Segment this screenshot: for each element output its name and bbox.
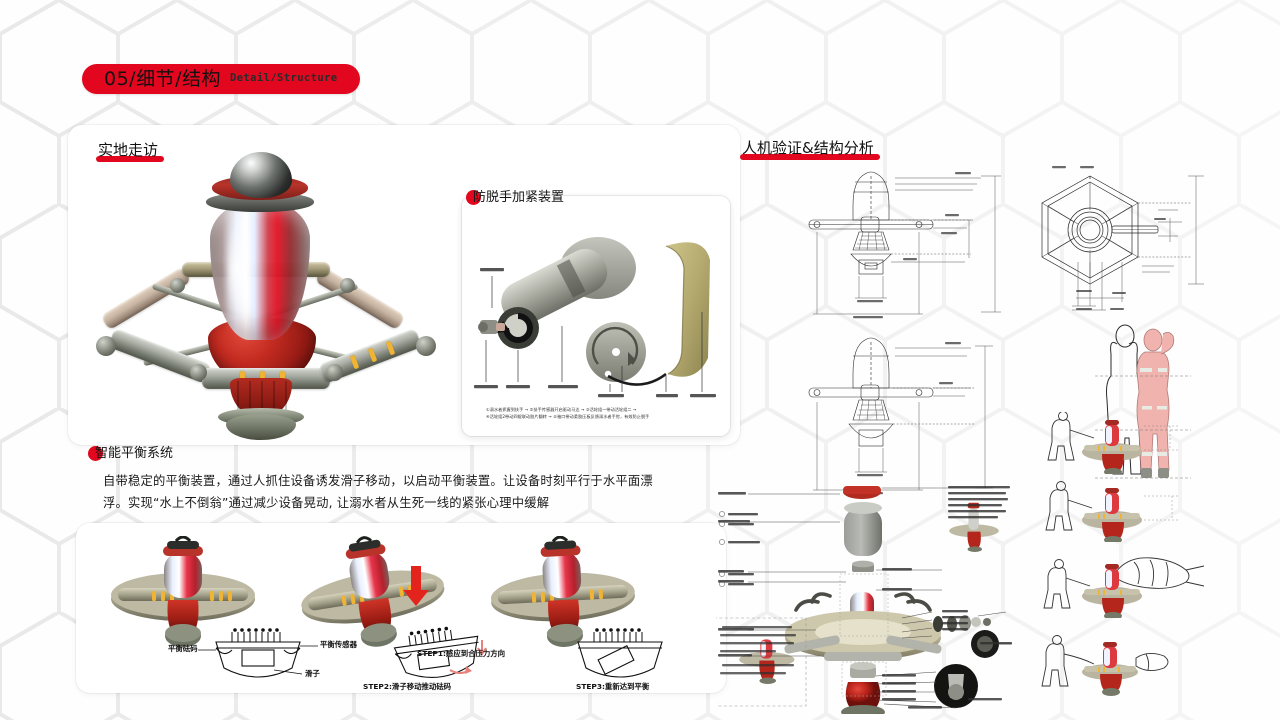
section-title-banner: 05/细节/结构 Detail/Structure: [82, 64, 360, 94]
cad-front-elevation-detail: [808, 337, 993, 495]
ergonomics-reach-study-3: [1043, 559, 1142, 618]
red-dot-icon: [466, 190, 481, 205]
balance-description: 自带稳定的平衡装置，通过人抓住设备诱发滑子移动，以启动平衡装置。让设备时刻平行于…: [103, 470, 718, 514]
balance-sketch-2: [393, 626, 487, 678]
label-slider: 滑子: [305, 669, 320, 678]
step-render-2: [301, 536, 445, 647]
clamp-caption-line1: ①溺水者抓握到扶手 → ②扶手传感器开启驱动马达 → ③活轮组一带动活轮组二 →: [486, 407, 637, 412]
ergonomics-reach-study-2: [1045, 481, 1178, 542]
step-3-label: STEP3:重新达到平衡: [576, 682, 650, 691]
section-title-en: Detail/Structure: [229, 72, 338, 85]
heading-anti-slip-clamp: 防脱手加紧装置: [466, 190, 564, 205]
heading-ergonomics-structure-label: 人机验证&结构分析: [742, 139, 874, 157]
section-title-cn: 05/细节/结构: [104, 67, 221, 90]
heading-underline: [96, 156, 165, 162]
heading-field-visit: 实地走访: [96, 141, 165, 162]
balance-description-line2: 浮。实现“水上不倒翁”通过减少设备晃动, 让溺水者从生死一线的紧张心理中缓解: [103, 496, 550, 510]
clamp-caption-line2: ④活轮组2带动四辊联动胶片翻转 → ⑤袖口带动柔胶压板反馈溺水者手肘，有效防止脱…: [486, 414, 650, 419]
ergonomics-lifting-pose: [1041, 635, 1169, 696]
heading-smart-balance-label: 智能平衡系统: [95, 446, 174, 461]
heading-anti-slip-clamp-label: 防脱手加紧装置: [473, 190, 565, 205]
balance-description-line1: 自带稳定的平衡装置，通过人抓住设备诱发滑子移动，以启动平衡装置。让设备时刻平行于…: [103, 474, 653, 488]
red-dot-icon: [88, 446, 103, 461]
heading-underline: [740, 154, 880, 160]
exploded-left-callouts: [719, 511, 760, 587]
cad-top-plan-hex: [1041, 166, 1204, 311]
step-2-label: STEP2:滑子移动推动砝码: [363, 682, 452, 691]
step-render-1: [111, 536, 255, 647]
exploded-assembly-diagram: [716, 486, 1012, 714]
ergonomics-grip-detail: [1115, 557, 1205, 589]
clamp-caption: ①溺水者抓握到扶手 → ②扶手传感器开启驱动马达 → ③活轮组一带动活轮组二 →…: [486, 406, 718, 420]
clamp-mechanism-diagram: [474, 237, 716, 398]
balance-sketch-3: [577, 628, 663, 678]
heading-smart-balance: 智能平衡系统: [88, 446, 173, 461]
step-render-3: [490, 536, 635, 647]
heading-ergonomics-structure: 人机验证&结构分析: [740, 139, 880, 160]
force-arrow-icon: [403, 566, 429, 606]
label-balance-weight: 平衡砝码: [168, 644, 198, 653]
ergonomics-standing-pair: [1095, 324, 1191, 479]
step-1-label: STEP1:感应到合压力方向: [417, 649, 506, 658]
balance-sketch-1: [198, 628, 318, 678]
product-render-main: [90, 150, 450, 440]
cad-front-elevation: [808, 171, 1001, 319]
heading-field-visit-label: 实地走访: [98, 141, 159, 159]
ergonomics-reach-study-1: [1047, 412, 1178, 474]
label-balance-sensor: 平衡传感器: [320, 640, 357, 649]
